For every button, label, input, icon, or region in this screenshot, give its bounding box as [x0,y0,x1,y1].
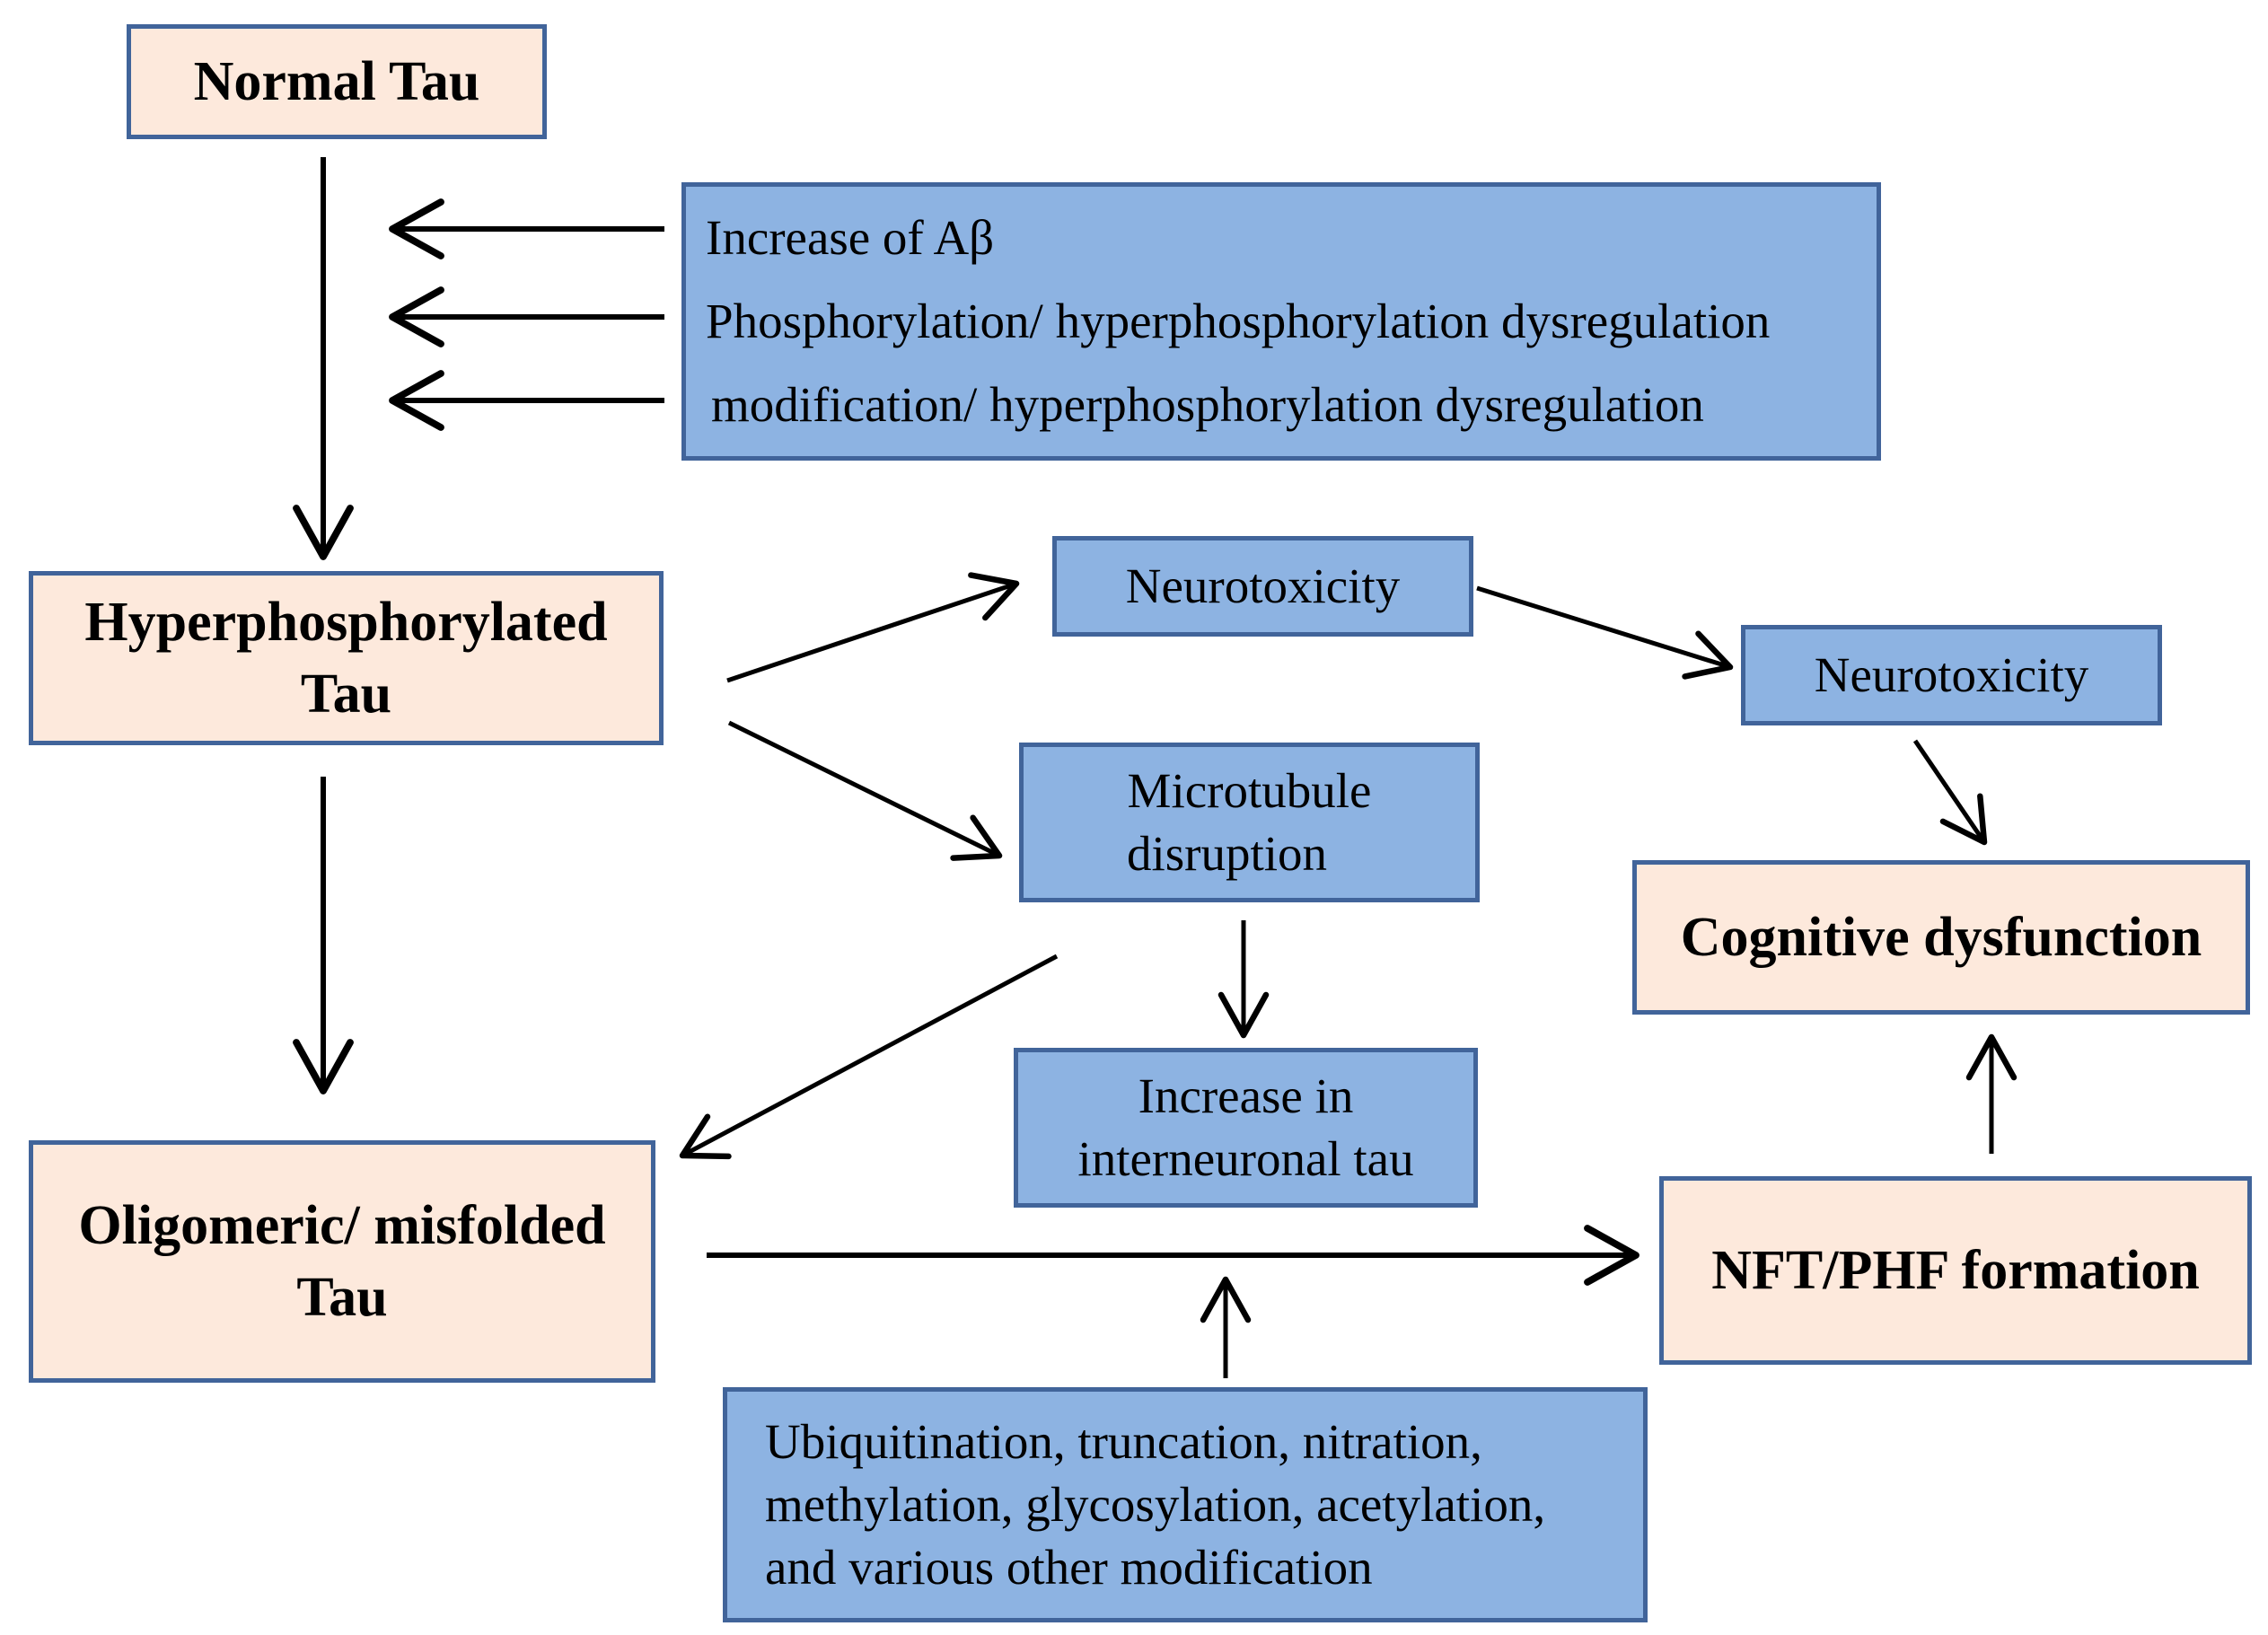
node-oligomeric-tau: Oligomeric/ misfolded Tau [29,1140,655,1383]
node-nft-phf-formation: NFT/PHF formation [1659,1176,2252,1365]
node-neurotoxicity-2-label: Neurotoxicity [1814,647,2089,702]
node-cognitive-dysfunction-label: Cognitive dysfunction [1680,907,2202,968]
arrow-neurotox-1-to-neurotox-2 [1476,585,1734,680]
node-other-modifications: Ubiquitination, truncation, nitration, m… [723,1387,1648,1622]
node-interneuronal-label-2: interneuronal tau [1077,1131,1414,1186]
node-hyperphosphorylated-tau-label-2: Tau [300,664,392,725]
node-nft-phf-label: NFT/PHF formation [1711,1240,2200,1301]
arrow-microtubule-to-oligomeric [679,954,1059,1160]
node-modifications-label-3: and various other modification [765,1540,1373,1595]
node-normal-tau-label: Normal Tau [193,51,480,112]
arrow-hyper-to-microtubule [727,720,1003,861]
factor-modification: modification/ hyperphosphorylation dysre… [711,377,1704,433]
node-hyperphosphorylated-tau: Hyperphosphorylated Tau [29,571,664,745]
factor-abeta: Increase of Aβ [706,209,995,265]
node-oligomeric-label-2: Tau [296,1267,388,1328]
node-neurotoxicity-2: Neurotoxicity [1741,625,2162,725]
node-microtubule-disruption: Microtubule disruption [1019,743,1480,902]
node-microtubule-label-2: disruption [1126,826,1328,881]
node-microtubule-label-1: Microtubule [1127,763,1372,818]
node-hyperphosphorylated-tau-label-1: Hyperphosphorylated [84,592,608,653]
node-interneuronal-label-1: Increase in [1138,1068,1354,1123]
arrow-neurotox-2-to-cognitive [1912,739,1988,846]
node-normal-tau: Normal Tau [127,24,547,139]
arrow-hyper-to-neurotox-1 [726,572,1020,683]
node-contributing-factors: Increase of Aβ Phosphorylation/ hyperpho… [681,182,1881,461]
node-modifications-label-1: Ubiquitination, truncation, nitration, [765,1414,1482,1469]
node-cognitive-dysfunction: Cognitive dysfunction [1632,860,2250,1015]
node-neurotoxicity-1-label: Neurotoxicity [1125,558,1401,613]
node-modifications-label-2: methylation, glycosylation, acetylation, [765,1477,1546,1532]
node-interneuronal-tau: Increase in interneuronal tau [1014,1048,1478,1208]
node-neurotoxicity-1: Neurotoxicity [1052,536,1473,637]
node-oligomeric-label-1: Oligomeric/ misfolded [78,1195,606,1256]
factor-phosphorylation: Phosphorylation/ hyperphosphorylation dy… [706,293,1771,348]
